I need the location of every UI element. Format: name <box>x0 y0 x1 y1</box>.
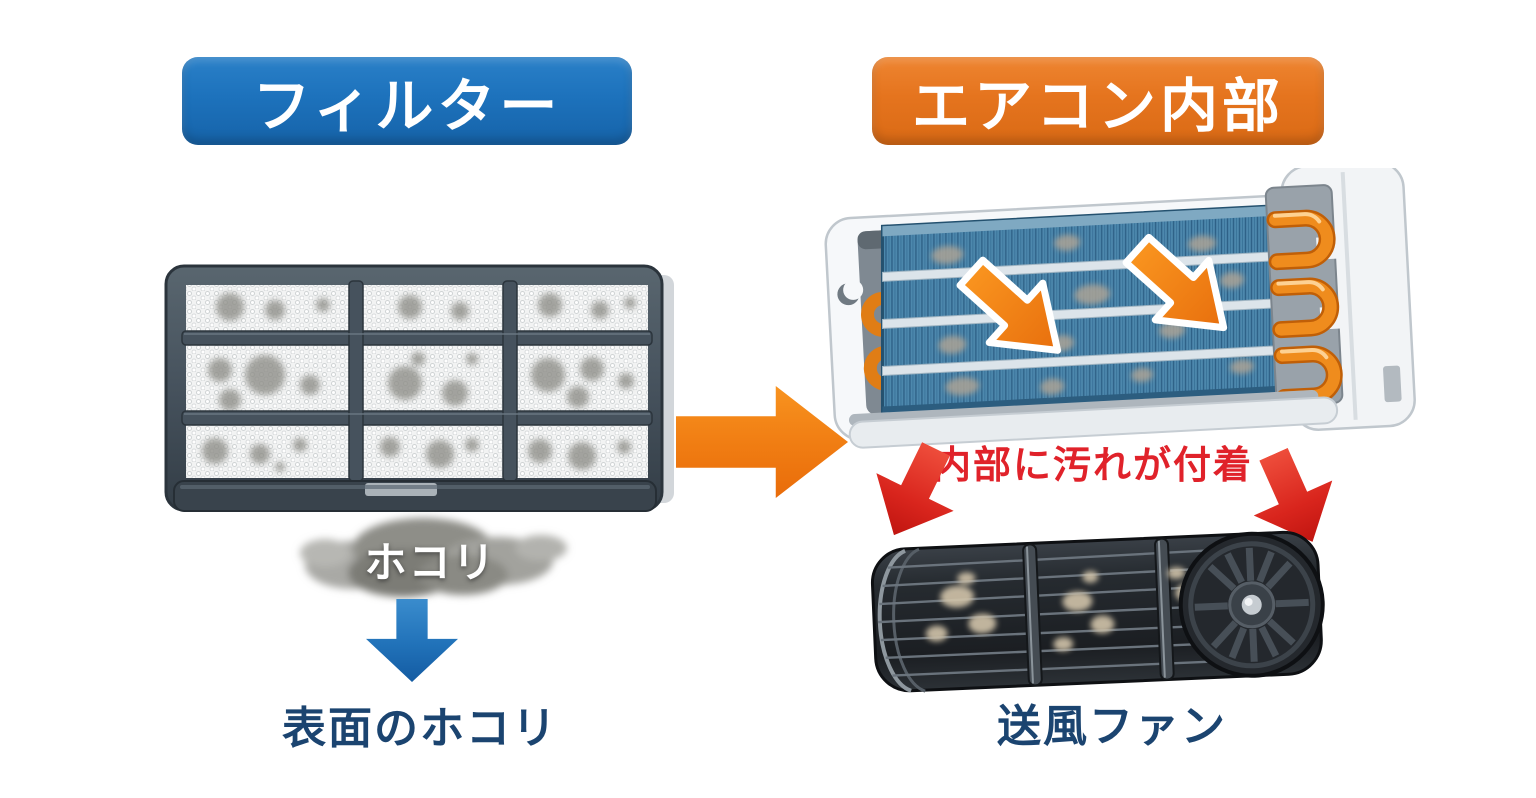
fan-separator-rings <box>1022 537 1175 687</box>
ac-interior-section-header: エアコン内部 <box>872 57 1324 145</box>
filter-header-label: フィルター <box>252 72 562 140</box>
ac-interior-header-label: エアコン内部 <box>911 72 1284 140</box>
right-coil-pipes <box>1266 209 1343 407</box>
surface-dust-label: 表面のホコリ <box>282 703 558 754</box>
internal-dirt-label: 内部に汚れが付着 <box>932 443 1253 487</box>
filter-handle <box>365 483 437 496</box>
filter-dust-blobs <box>202 293 636 472</box>
filter-section-header: フィルター <box>182 57 632 145</box>
surface-dust-arrow-icon <box>366 599 458 682</box>
fan-end-cap <box>1178 531 1325 678</box>
filter-illustration <box>164 264 674 512</box>
ac-unit-illustration <box>824 168 1416 449</box>
dust-cloud-label: ホコリ <box>364 538 497 587</box>
fin-airflow-arrow-icons <box>956 233 1228 354</box>
ac-front-lip <box>848 396 1339 449</box>
blower-fan-illustration <box>870 530 1325 693</box>
dust-cloud-illustration: ホコリ <box>283 503 578 605</box>
ac-end-cap-vent <box>1383 365 1402 403</box>
blower-fan-label: 送風ファン <box>997 701 1227 752</box>
